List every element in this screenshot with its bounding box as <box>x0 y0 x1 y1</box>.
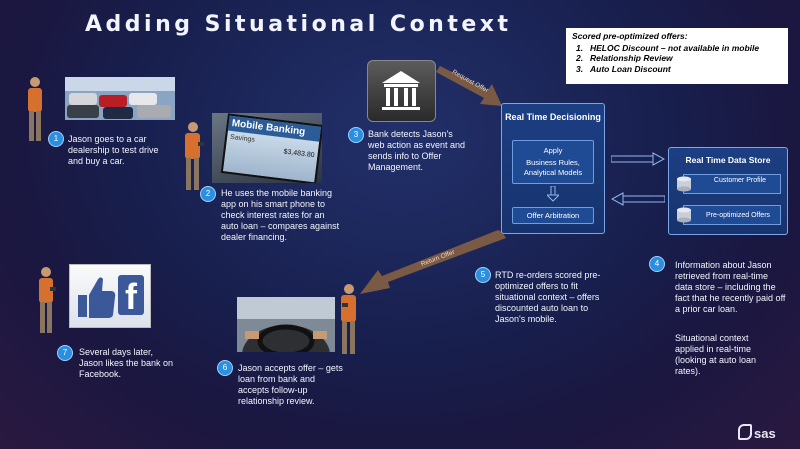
offers-list: 1.HELOC Discount – not available in mobi… <box>572 43 782 75</box>
step-number-1: 1 <box>48 131 64 147</box>
slide-title: Adding Situational Context <box>85 12 512 37</box>
rtd-down-arrow <box>547 186 559 202</box>
bidirectional-arrow-left <box>611 192 665 206</box>
mobile-banking-screen: Mobile Banking Savings $3,483.80 <box>220 113 322 183</box>
facebook-like-image: f <box>69 264 151 328</box>
step-text-6: Jason accepts offer – gets loan from ban… <box>238 363 343 406</box>
rtd-apply-box: Apply Business Rules, Analytical Models <box>512 140 594 184</box>
pre-optimized-offers-label: Pre-optimized Offers <box>705 212 771 219</box>
real-time-data-store-box: Real Time Data Store Customer Profile Pr… <box>668 147 788 235</box>
situational-context-note: Situational context applied in real-time… <box>675 333 757 376</box>
car-driving-image <box>237 297 335 352</box>
real-time-decisioning-box: Real Time Decisioning Apply Business Rul… <box>501 103 605 234</box>
thumbs-up-icon <box>78 277 116 318</box>
offer-arbitration-box: Offer Arbitration <box>512 207 594 224</box>
person-icon <box>341 284 356 354</box>
scored-offers-box: Scored pre-optimized offers: 1.HELOC Dis… <box>566 28 788 84</box>
step-number-3: 3 <box>348 127 364 143</box>
step-text-2: He uses the mobile banking app on his sm… <box>221 188 340 242</box>
step-text-7: Several days later, Jason likes the bank… <box>79 347 174 379</box>
return-offer-arrow <box>360 230 506 294</box>
step-number-6: 6 <box>217 360 233 376</box>
step-text-4: Information about Jason retrieved from r… <box>675 260 786 314</box>
customer-profile-box: Customer Profile <box>677 174 781 194</box>
step-text-3: Bank detects Jason's web action as event… <box>368 129 466 172</box>
bank-building-icon <box>382 71 420 110</box>
rtd-apply-label: Apply <box>543 146 563 155</box>
rtd-title: Real Time Decisioning <box>505 112 601 122</box>
car-dealership-image <box>65 77 175 120</box>
bidirectional-arrow-right <box>611 152 665 166</box>
offer-item: 2.Relationship Review <box>576 53 673 63</box>
mobile-banking-image: Mobile Banking Savings $3,483.80 <box>212 113 322 183</box>
person-icon <box>185 122 204 190</box>
step-number-7: 7 <box>57 345 73 361</box>
database-icon <box>677 176 691 192</box>
step-number-4: 4 <box>649 256 665 272</box>
person-icon <box>39 267 56 333</box>
person-icon <box>28 77 42 141</box>
offer-item: 1.HELOC Discount – not available in mobi… <box>576 42 760 53</box>
offer-item: 3.Auto Loan Discount <box>576 63 671 74</box>
rtd-rules-label: Business Rules, Analytical Models <box>523 158 583 177</box>
request-offer-arrow <box>436 66 502 106</box>
facebook-logo: f <box>118 275 144 317</box>
step-number-2: 2 <box>200 186 216 202</box>
sas-logo-mark <box>738 424 752 440</box>
pre-optimized-offers-box: Pre-optimized Offers <box>677 205 781 225</box>
step-text-5: RTD re-orders scored pre-optimized offer… <box>495 270 601 324</box>
database-icon <box>677 207 691 223</box>
offers-heading: Scored pre-optimized offers: <box>572 31 688 41</box>
step-text-1: Jason goes to a car dealership to test d… <box>68 134 159 166</box>
sas-logo: sas <box>738 424 776 441</box>
step-number-5: 5 <box>475 267 491 283</box>
customer-profile-label: Customer Profile <box>713 177 767 184</box>
bank-icon-tile <box>367 60 436 122</box>
store-title: Real Time Data Store <box>685 155 771 165</box>
